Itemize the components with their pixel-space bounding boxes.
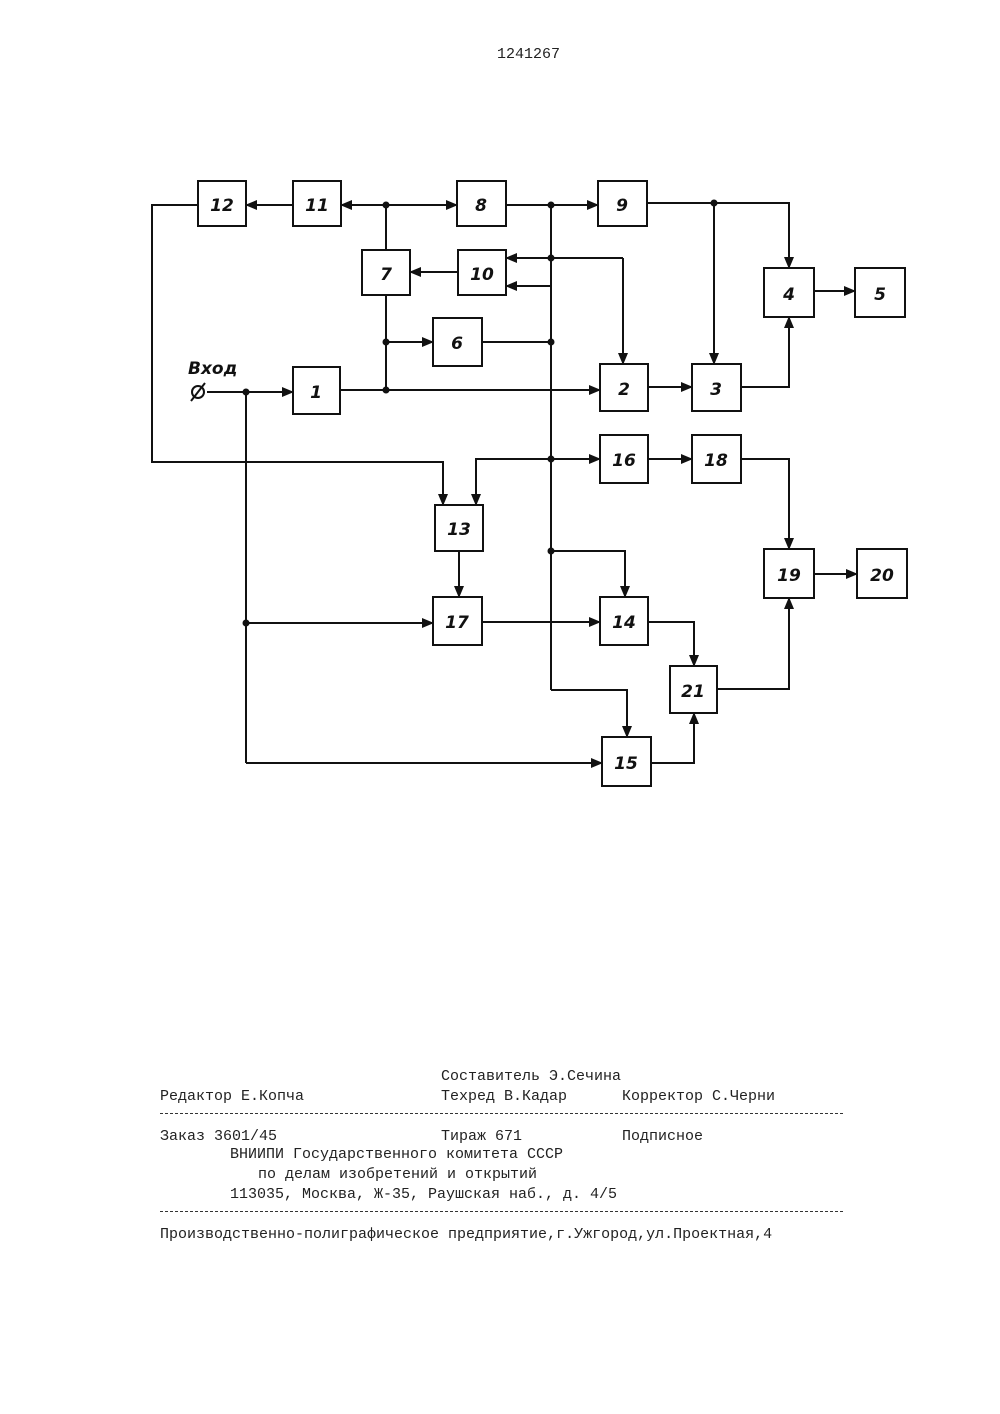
tech-editor: Техред В.Кадар — [441, 1088, 567, 1105]
divider-top — [160, 1113, 843, 1114]
divider-bottom — [160, 1211, 843, 1212]
subscription: Подписное — [622, 1128, 703, 1145]
circulation: Тираж 671 — [441, 1128, 522, 1145]
block-18: 18 — [692, 435, 741, 483]
input-label: Вход — [188, 359, 237, 379]
svg-text:1: 1 — [310, 383, 322, 403]
svg-text:3: 3 — [710, 380, 722, 400]
svg-text:10: 10 — [470, 265, 494, 285]
block-21: 21 — [670, 666, 717, 713]
editor: Редактор Е.Копча — [160, 1088, 304, 1105]
block-20: 20 — [857, 549, 907, 598]
printer: Производственно-полиграфическое предприя… — [160, 1226, 772, 1243]
svg-text:9: 9 — [616, 196, 628, 216]
org-line-2: по делам изобретений и открытий — [258, 1166, 537, 1183]
block-17: 17 — [433, 597, 482, 645]
svg-text:17: 17 — [445, 613, 469, 633]
compiler: Составитель Э.Сечина — [441, 1068, 621, 1085]
proofreader: Корректор С.Черни — [622, 1088, 775, 1105]
svg-text:7: 7 — [380, 265, 392, 285]
block-3: 3 — [692, 364, 741, 411]
svg-text:18: 18 — [704, 451, 728, 471]
block-1: 1 — [293, 367, 340, 414]
svg-text:5: 5 — [874, 285, 886, 305]
svg-text:14: 14 — [612, 613, 636, 633]
svg-text:20: 20 — [870, 566, 894, 586]
svg-text:4: 4 — [782, 285, 795, 305]
svg-text:6: 6 — [451, 334, 463, 354]
block-16: 16 — [600, 435, 648, 483]
block-15: 15 — [602, 737, 651, 786]
input-terminal: Вход — [188, 359, 237, 401]
block-6: 6 — [433, 318, 482, 366]
block-19: 19 — [764, 549, 814, 598]
svg-text:11: 11 — [305, 196, 329, 216]
org-line-3: 113035, Москва, Ж-35, Раушская наб., д. … — [230, 1186, 617, 1203]
svg-text:16: 16 — [612, 451, 636, 471]
svg-text:2: 2 — [618, 380, 630, 400]
block-2: 2 — [600, 364, 648, 411]
order: Заказ 3601/45 — [160, 1128, 277, 1145]
block-9: 9 — [598, 181, 647, 226]
block-11: 11 — [293, 181, 341, 226]
block-4: 4 — [764, 268, 814, 317]
block-7: 7 — [362, 250, 410, 295]
svg-text:13: 13 — [447, 520, 471, 540]
svg-text:8: 8 — [475, 196, 487, 216]
block-14: 14 — [600, 597, 648, 645]
block-12: 12 — [198, 181, 246, 226]
block-10: 10 — [458, 250, 506, 295]
block-13: 13 — [435, 505, 483, 551]
org-line-1: ВНИИПИ Государственного комитета СССР — [230, 1146, 563, 1163]
block-8: 8 — [457, 181, 506, 226]
svg-text:12: 12 — [210, 196, 234, 216]
block-5: 5 — [855, 268, 905, 317]
svg-text:19: 19 — [777, 566, 801, 586]
svg-text:15: 15 — [614, 754, 638, 774]
svg-text:21: 21 — [681, 682, 705, 702]
